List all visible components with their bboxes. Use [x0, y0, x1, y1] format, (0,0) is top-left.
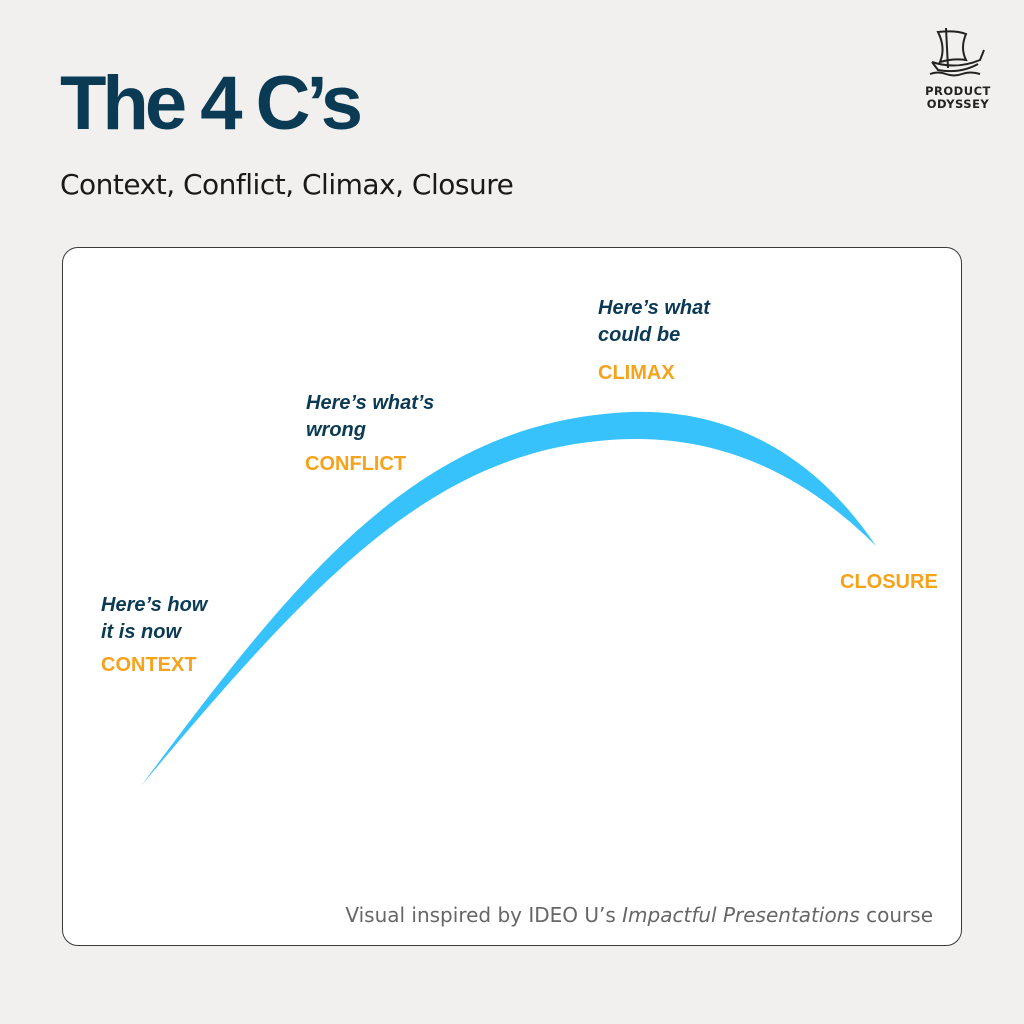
logo-text-line2: ODYSSEY	[926, 97, 990, 111]
climax-note-line2: could be	[598, 324, 681, 346]
arc-shape	[141, 411, 876, 786]
page-subtitle: Context, Conflict, Climax, Closure	[60, 168, 514, 201]
context-note-line1: Here’s how	[101, 594, 208, 616]
story-arc-card: Here’s how it is now CONTEXT Here’s what…	[62, 247, 962, 946]
credit-course: Impactful Presentations	[622, 903, 860, 927]
closure-label: CLOSURE	[840, 571, 938, 593]
ship-icon	[929, 27, 985, 77]
credit-prefix: Visual inspired by IDEO U’s	[345, 903, 623, 927]
conflict-note-line1: Here’s what’s	[306, 392, 435, 414]
climax-note: Here’s what could be	[598, 295, 710, 349]
page-title: The 4 C’s	[60, 61, 363, 146]
product-odyssey-logo: PRODUCT ODYSSEY	[918, 24, 998, 111]
context-note-line2: it is now	[101, 621, 181, 643]
conflict-label: CONFLICT	[305, 453, 407, 475]
conflict-note: Here’s what’s wrong	[306, 390, 434, 444]
context-label: CONTEXT	[101, 654, 197, 676]
credit-text: Visual inspired by IDEO U’s Impactful Pr…	[345, 903, 933, 927]
climax-note-line1: Here’s what	[598, 297, 710, 319]
logo-text-line1: PRODUCT	[925, 84, 991, 98]
credit-suffix: course	[859, 903, 933, 927]
conflict-note-line2: wrong	[306, 419, 366, 441]
climax-label: CLIMAX	[598, 362, 675, 384]
context-note: Here’s how it is now	[101, 592, 207, 646]
